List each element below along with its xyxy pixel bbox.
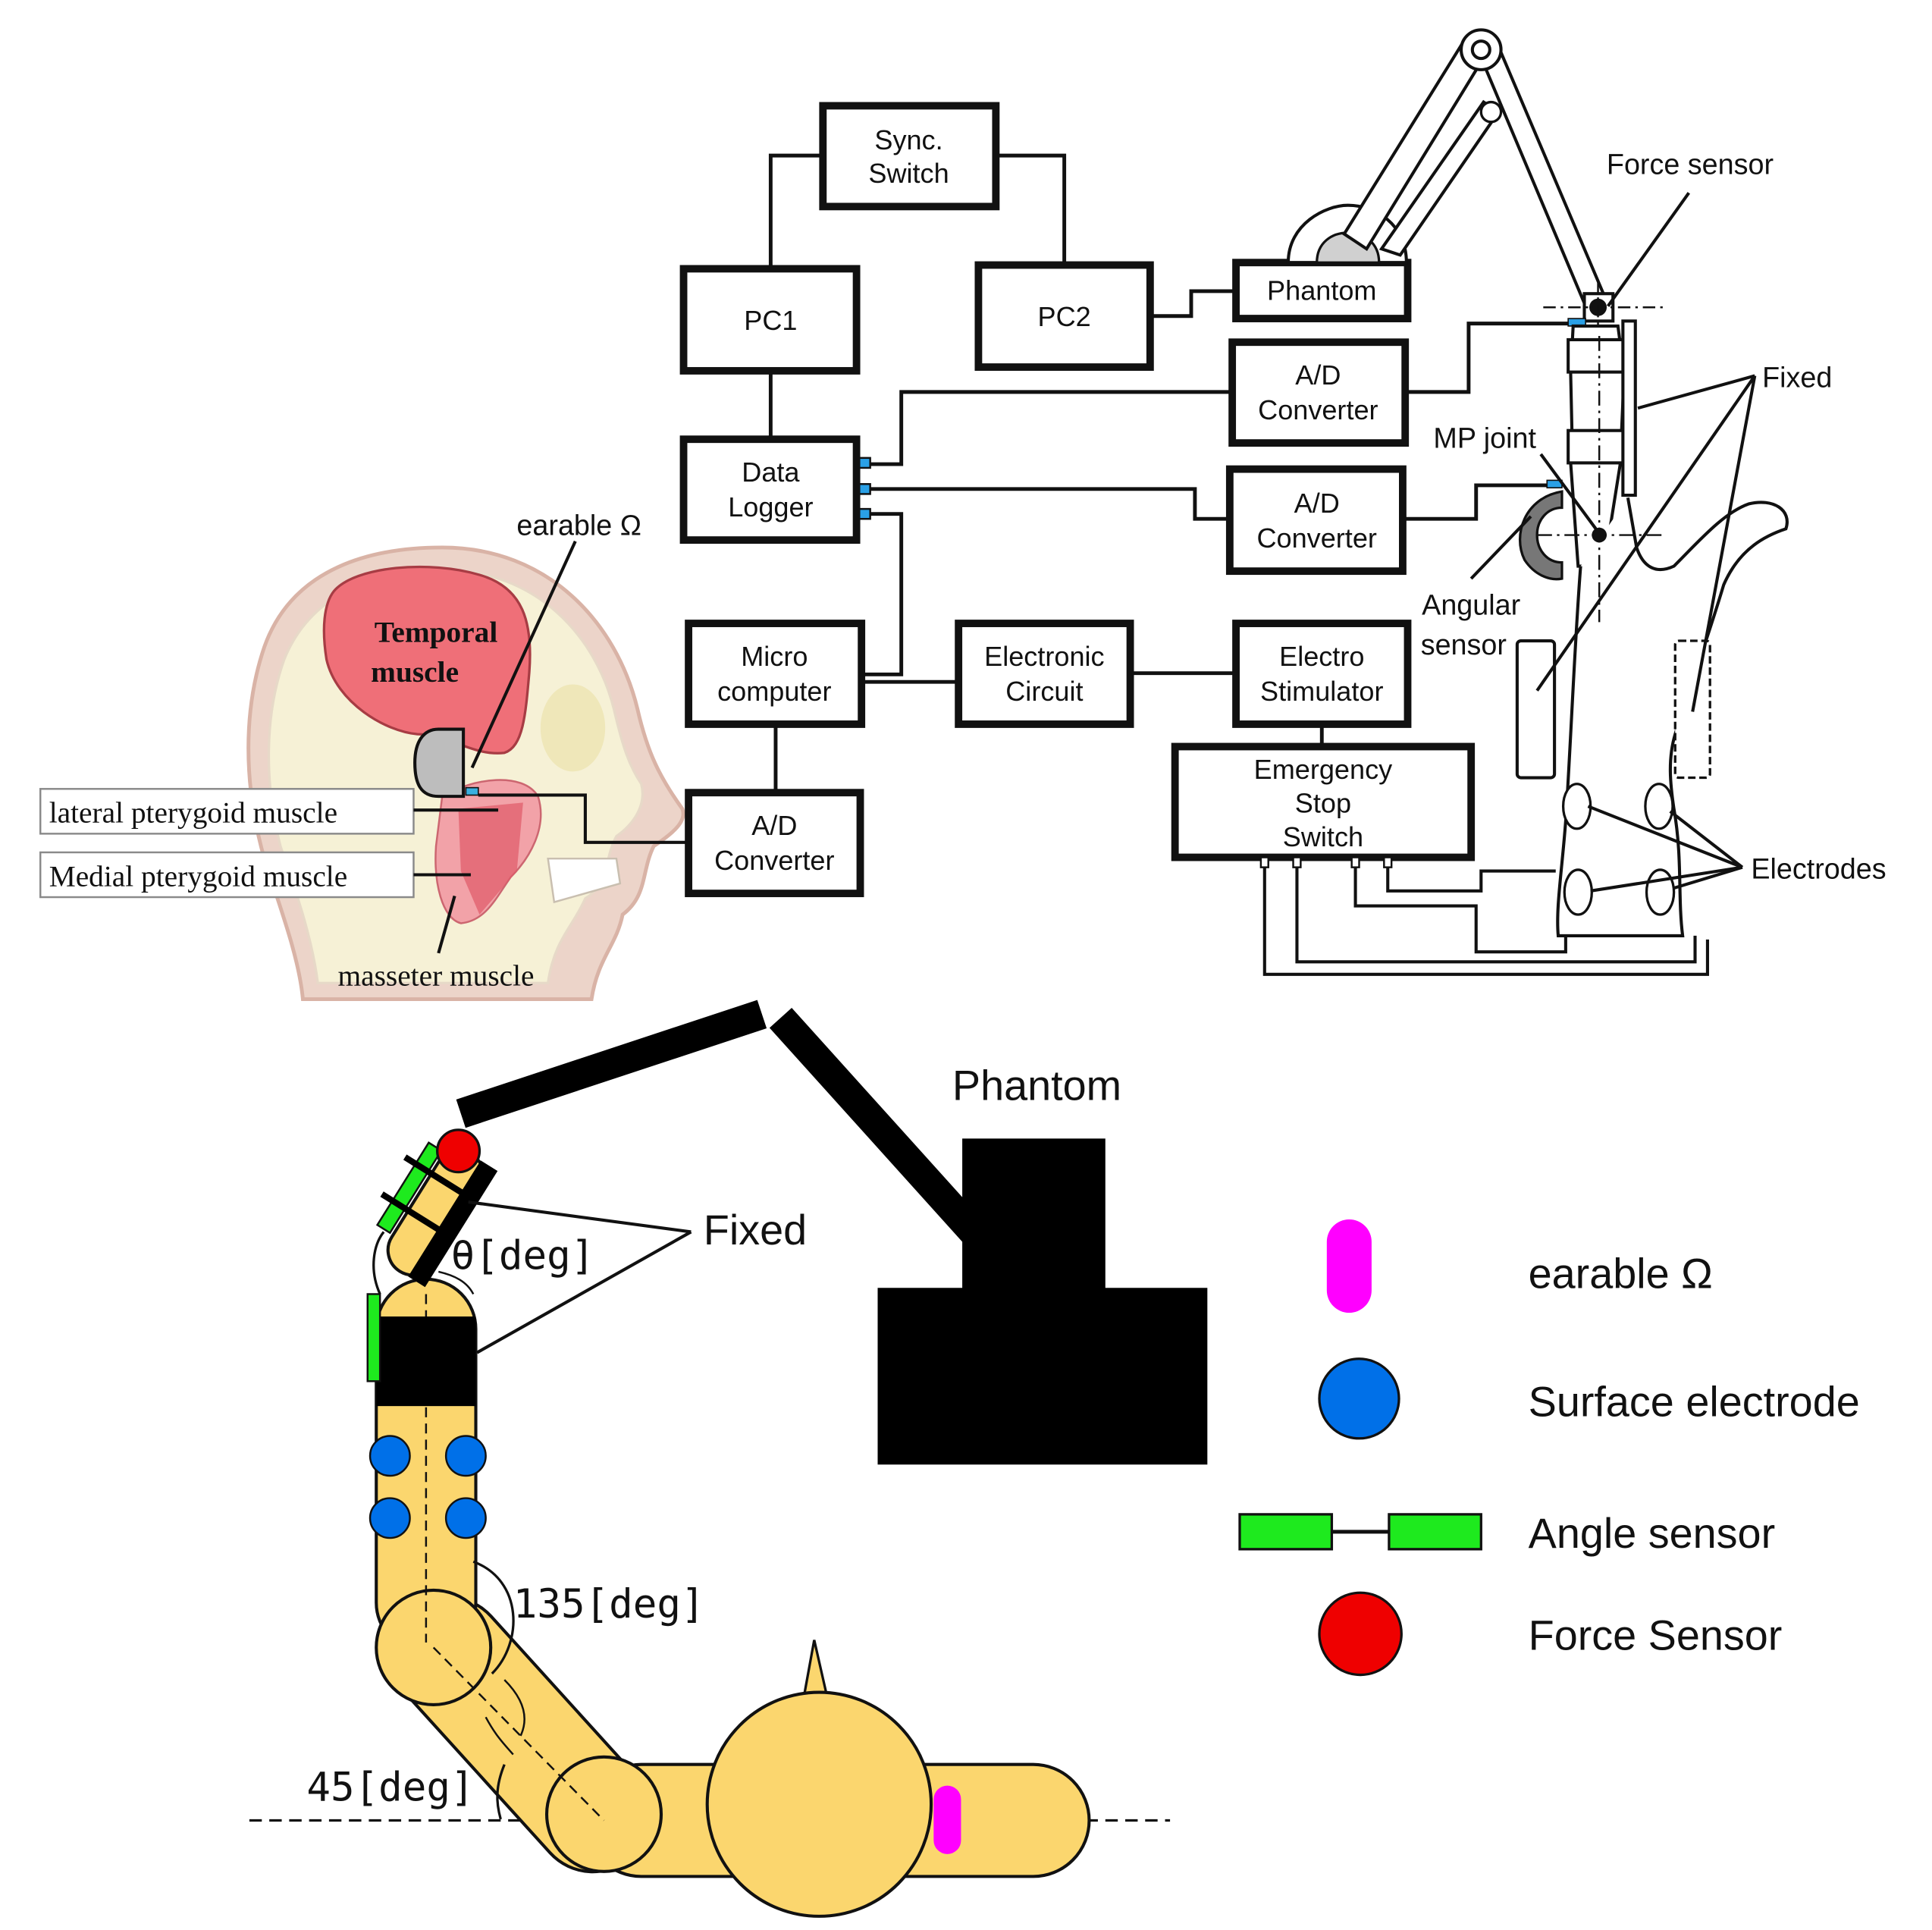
pterygoid-muscle	[458, 802, 523, 915]
theta-angle-label: θ[deg]	[451, 1233, 595, 1279]
svg-text:A/D: A/D	[1295, 359, 1341, 391]
fixed-label-setup: Fixed	[704, 1207, 807, 1254]
shoulder-angle-label: 45[deg]	[306, 1764, 474, 1810]
temporal-muscle-label-1: Temporal	[375, 616, 498, 649]
svg-text:Converter: Converter	[1258, 394, 1378, 425]
svg-text:Electro: Electro	[1279, 641, 1364, 672]
hand-apparatus: Force sensor MP joint Angular sensor Fix…	[1286, 28, 1887, 937]
ad-converter-3-block: A/D Converter	[685, 789, 864, 898]
ad-converter-1-block: A/D Converter	[1228, 338, 1410, 447]
temporal-muscle-label-2: muscle	[371, 655, 459, 689]
force-sensor-dot	[436, 1128, 481, 1174]
elbow-angle-label: 135[deg]	[513, 1581, 705, 1627]
angular-sensor-label-2: sensor	[1421, 629, 1507, 661]
svg-text:Converter: Converter	[714, 845, 834, 876]
legend-label-force-sensor: Force Sensor	[1529, 1612, 1783, 1659]
svg-text:Converter: Converter	[1257, 523, 1377, 554]
pc1-block: PC1	[679, 265, 861, 375]
red-circle-icon	[1318, 1591, 1403, 1677]
legend-label-surface-electrode: Surface electrode	[1529, 1378, 1860, 1425]
micro-computer-block: Micro computer	[685, 620, 866, 728]
legend-item-earable: earable Ω	[1326, 1219, 1713, 1313]
angle-sensor-side	[366, 1293, 381, 1382]
electro-stimulator-block: Electro Stimulator	[1232, 620, 1412, 728]
phantom-device-base	[877, 1288, 1208, 1465]
svg-text:A/D: A/D	[1294, 488, 1340, 519]
earable-probe	[465, 786, 479, 796]
sync-switch-block: Sync. Switch	[819, 102, 1000, 211]
earable-marker-icon	[933, 1785, 961, 1854]
svg-text:Micro: Micro	[741, 641, 808, 672]
mp-joint-label: MP joint	[1433, 422, 1536, 454]
green-bar-icon-right	[1388, 1513, 1482, 1551]
svg-text:Electronic: Electronic	[984, 641, 1104, 672]
svg-text:computer: computer	[717, 676, 831, 707]
force-sensor-label: Force sensor	[1607, 149, 1774, 180]
svg-text:A/D: A/D	[751, 810, 797, 841]
electronic-circuit-block: Electronic Circuit	[955, 620, 1134, 728]
block-diagram: Sync. Switch PC1 PC2 Phantom A/D Convert…	[679, 102, 1709, 976]
electrodes-label: Electrodes	[1751, 852, 1886, 884]
wrist-joint	[544, 1755, 663, 1873]
earable-label: earable Ω	[516, 510, 641, 541]
angular-sensor-label-1: Angular	[1422, 589, 1520, 621]
data-logger-block: Data Logger	[679, 435, 861, 544]
eye-socket	[540, 684, 606, 772]
legend-item-force-sensor: Force Sensor	[1318, 1591, 1783, 1677]
pc2-block: PC2	[974, 261, 1154, 371]
emergency-stop-switch-block: Emergency Stop Switch	[1171, 742, 1476, 861]
electrode-leads	[1259, 856, 1709, 976]
surface-electrodes	[369, 1435, 487, 1539]
svg-text:Switch: Switch	[1283, 821, 1363, 852]
lateral-pterygoid-label: lateral pterygoid muscle	[49, 796, 337, 830]
svg-text:Circuit: Circuit	[1005, 676, 1083, 707]
phantom-block: Phantom	[1232, 259, 1412, 322]
medial-pterygoid-box	[39, 851, 415, 899]
legend-item-surface-electrode: Surface electrode	[1318, 1357, 1860, 1440]
svg-text:Stimulator: Stimulator	[1260, 676, 1383, 707]
masseter-label: masseter muscle	[337, 959, 534, 993]
svg-text:Switch: Switch	[868, 158, 949, 189]
lateral-pterygoid-box	[39, 788, 415, 835]
hand-electrodes	[1561, 783, 1676, 916]
blue-circle-icon	[1318, 1357, 1400, 1440]
fixed-label-hand: Fixed	[1762, 361, 1832, 393]
head-circle	[705, 1690, 933, 1918]
earable-device	[413, 727, 466, 799]
legend-label-earable: earable Ω	[1529, 1250, 1713, 1297]
phantom-label: Phantom	[952, 1062, 1121, 1109]
svg-text:PC2: PC2	[1038, 301, 1091, 332]
fixture-band	[376, 1316, 476, 1407]
ad-converter-2-block: A/D Converter	[1225, 465, 1407, 576]
legend: earable Ω Surface electrode Angle sensor…	[1238, 1219, 1860, 1677]
teeth	[547, 857, 622, 904]
temporal-muscle	[322, 565, 532, 755]
magenta-capsule-icon	[1326, 1219, 1372, 1313]
finger-segment	[375, 1141, 498, 1288]
legend-item-angle-sensor: Angle sensor	[1238, 1510, 1776, 1557]
head-illustration: Temporal muscle earable Ω lateral pteryg…	[39, 510, 689, 1002]
svg-text:Stop: Stop	[1295, 787, 1351, 818]
head-spike	[802, 1640, 829, 1696]
svg-text:Data: Data	[742, 457, 800, 488]
green-bar-icon-left	[1238, 1513, 1334, 1551]
legend-label-angle-sensor: Angle sensor	[1529, 1510, 1776, 1557]
svg-text:Sync.: Sync.	[874, 124, 942, 155]
medial-pterygoid-label: Medial pterygoid muscle	[49, 859, 348, 893]
svg-text:PC1: PC1	[744, 305, 797, 336]
svg-text:Emergency: Emergency	[1254, 754, 1392, 785]
svg-text:Phantom: Phantom	[1267, 275, 1376, 306]
svg-text:Logger: Logger	[728, 491, 813, 523]
phantom-device-top	[962, 1138, 1106, 1295]
setup-illustration: Phantom Fixed θ[deg] 135[deg] 45[deg]	[249, 1000, 1208, 1918]
